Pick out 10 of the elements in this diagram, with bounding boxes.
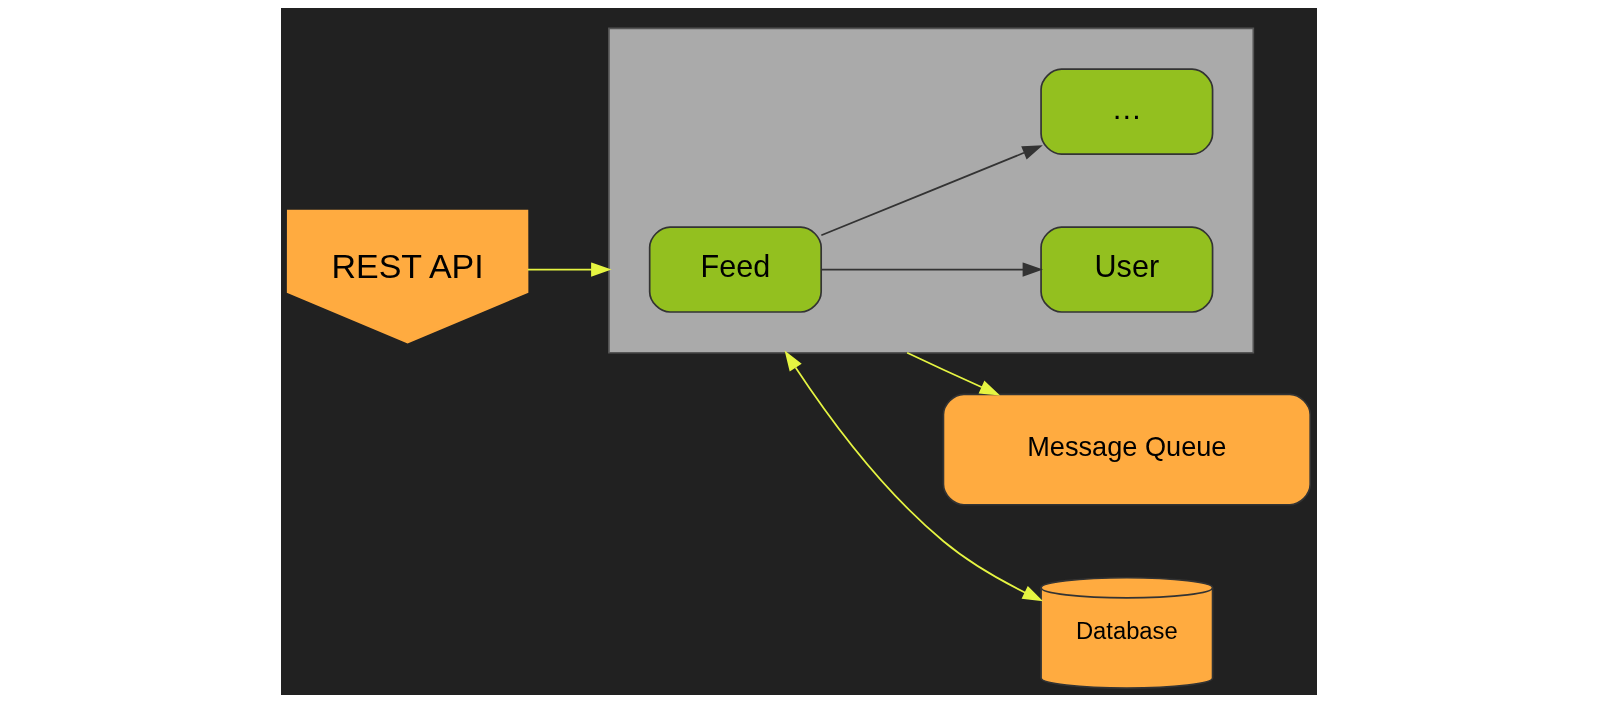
arrow — [784, 350, 1044, 602]
arrow — [526, 262, 612, 277]
arrow — [820, 145, 1043, 237]
node-box: Message Queue — [942, 393, 1312, 506]
arrow — [820, 262, 1043, 277]
arrow — [906, 351, 1001, 396]
node-box: Feed — [648, 226, 823, 313]
node-box: User — [1040, 226, 1214, 313]
node-box: … — [1040, 68, 1214, 155]
cluster — [608, 27, 1255, 354]
